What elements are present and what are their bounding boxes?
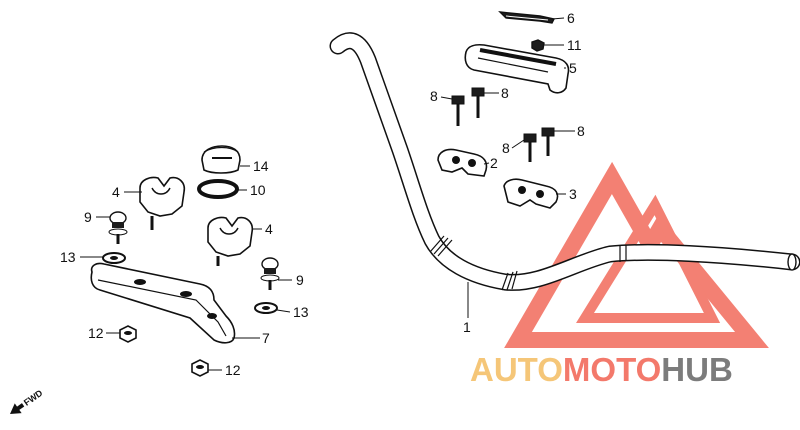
- callout-4b: 4: [265, 221, 273, 237]
- callout-12b: 12: [225, 362, 241, 378]
- callout-13a: 13: [60, 249, 76, 265]
- watermark-text-auto: AUTO: [470, 351, 563, 388]
- callout-6: 6: [567, 10, 575, 26]
- bolt-riser-left: [108, 211, 128, 244]
- callout-14: 14: [253, 158, 269, 174]
- bolt-riser-right: [260, 257, 280, 290]
- callout-5: 5: [569, 60, 577, 76]
- riser-right: [207, 216, 254, 266]
- nut-left: [119, 325, 137, 343]
- callout-8a: 8: [430, 88, 438, 104]
- bolt-lower-right: [541, 127, 555, 156]
- lower-holder-right: [437, 148, 488, 177]
- leader-8a: [440, 96, 453, 100]
- callout-9a: 9: [84, 209, 92, 225]
- leader-8c: [511, 139, 525, 149]
- callout-12a: 12: [88, 325, 104, 341]
- leader-13b: [276, 309, 291, 313]
- handlebar: [329, 32, 800, 291]
- nut-bottom: [191, 359, 209, 377]
- riser-left: [139, 176, 186, 230]
- rubber-cap: [201, 145, 241, 174]
- callout-9b: 9: [296, 272, 304, 288]
- washer-right: [254, 302, 278, 314]
- callout-3: 3: [569, 186, 577, 202]
- leader-2: [483, 162, 490, 165]
- callout-10: 10: [250, 182, 266, 198]
- bolt-lower-left: [523, 133, 537, 162]
- washer-left: [102, 252, 126, 264]
- bolt-upper-right: [471, 87, 485, 118]
- fwd-label: FWD: [22, 388, 45, 408]
- callout-8d: 8: [577, 123, 585, 139]
- callout-1: 1: [463, 319, 471, 335]
- callout-4a: 4: [112, 184, 120, 200]
- callout-7: 7: [262, 330, 270, 346]
- watermark-text: AUTOMOTOHUB: [470, 351, 733, 388]
- riser-plate: [90, 262, 236, 344]
- watermark-text-hub: HUB: [661, 351, 733, 388]
- callout-2: 2: [490, 155, 498, 171]
- washer-rubber: [197, 179, 239, 199]
- callout-labels: 1 2 3 4 4 5 6 7 8 8 8 8 9 9 10 11 12 12 …: [60, 10, 585, 378]
- lower-holder-left: [503, 178, 559, 209]
- emblem-screw: [531, 39, 545, 52]
- callout-8c: 8: [502, 140, 510, 156]
- emblem: [498, 11, 556, 24]
- callout-11: 11: [567, 37, 582, 53]
- top-cover: [464, 43, 570, 94]
- callout-8b: 8: [501, 85, 509, 101]
- callout-13b: 13: [293, 304, 309, 320]
- watermark-triangle-outer: [504, 161, 769, 348]
- leader-6: [551, 17, 565, 20]
- fwd-arrow-icon: [10, 403, 25, 414]
- fwd-indicator: FWD: [10, 388, 45, 414]
- watermark-text-moto: MOTO: [563, 351, 661, 388]
- bolt-upper-left: [451, 95, 465, 126]
